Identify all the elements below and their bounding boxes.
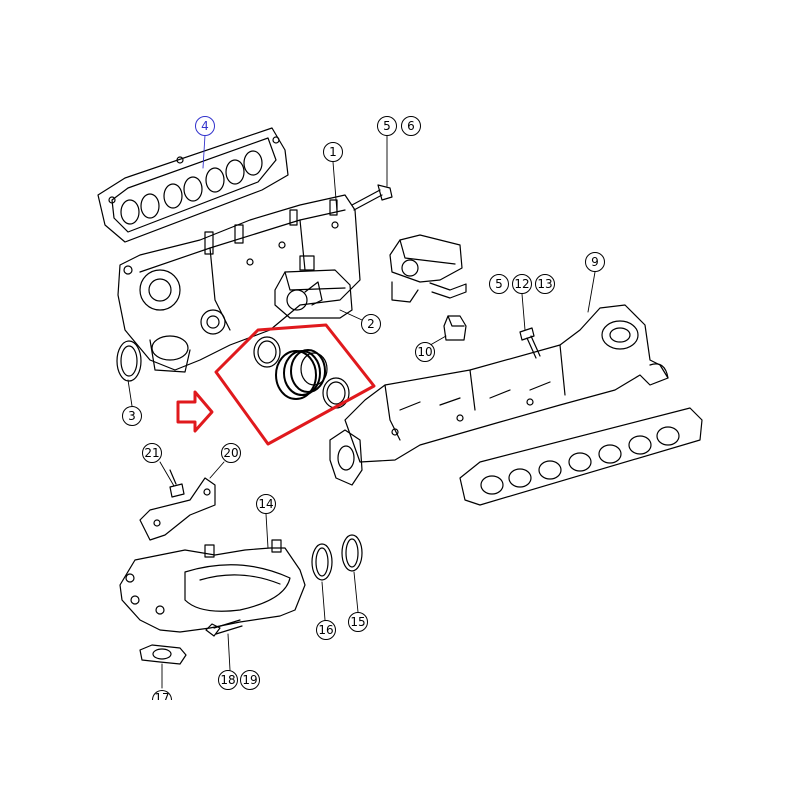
callout-3[interactable]: 3 [122,406,142,426]
egr-valve [389,234,467,303]
flange-17 [139,644,187,665]
exhaust-manifold [344,304,669,463]
exhaust-gasket-lower [459,407,703,506]
coupling-and-seals [253,336,350,409]
o-ring-3 [116,340,142,382]
callout-14[interactable]: 14 [256,494,276,514]
callout-5[interactable]: 5 [377,116,397,136]
o-ring-16 [311,543,333,581]
intake-gasket-upper [97,127,289,243]
callout-15[interactable]: 15 [348,612,368,632]
callout-12[interactable]: 12 [512,274,532,294]
exhaust-flange [329,429,363,486]
bolt-21 [169,469,185,498]
leader-lines [127,134,596,689]
callout-5-lower[interactable]: 5 [489,274,509,294]
callout-13[interactable]: 13 [535,274,555,294]
callout-21[interactable]: 21 [142,443,162,463]
throttle-body [274,255,353,319]
bracket-20 [139,477,216,541]
highlight-arrow [176,390,214,433]
callout-16[interactable]: 16 [316,620,336,640]
callout-19[interactable]: 19 [240,670,260,690]
highlight-outline [214,323,376,446]
crossover-housing-14 [119,539,306,633]
callout-9[interactable]: 9 [585,252,605,272]
bolt-12-13 [519,327,541,359]
callout-6[interactable]: 6 [401,116,421,136]
callout-2[interactable]: 2 [361,314,381,334]
bolt-5-6 [351,184,393,211]
bolt-18-19 [205,619,243,637]
callout-4[interactable]: 4 [195,116,215,136]
intake-manifold [117,194,361,373]
callout-1[interactable]: 1 [323,142,343,162]
callout-10[interactable]: 10 [415,342,435,362]
callout-20[interactable]: 20 [221,443,241,463]
o-ring-15 [341,534,363,572]
callout-18[interactable]: 18 [218,670,238,690]
sensor-10 [443,315,467,341]
